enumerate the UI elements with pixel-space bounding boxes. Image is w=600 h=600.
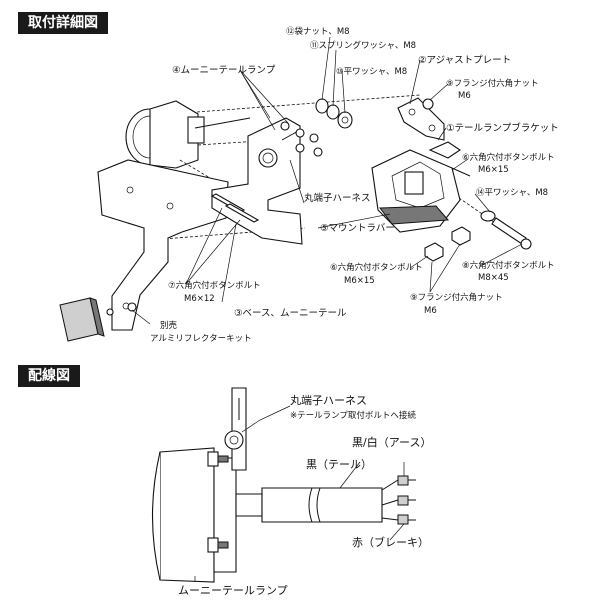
label-button-bolt-top-size: M6×15: [478, 165, 509, 175]
label-long-bolt: ⑧六角穴付ボタンボルト: [462, 260, 555, 271]
label-button-bolt-top: ⑥六角穴付ボタンボルト: [462, 152, 555, 163]
wiring-lamp: [151, 447, 237, 583]
base-bolts: [210, 193, 260, 223]
label-button-bolt-bottom: ⑥六角穴付ボタンボルト: [330, 262, 423, 273]
label-spring-washer: ⑪スプリングワッシャ、M8: [310, 40, 416, 51]
wiring-leader-lines: [194, 405, 405, 582]
flange-nuts-lower: [424, 226, 471, 262]
wire-brake-label: 赤（ブレーキ）: [352, 535, 429, 549]
adjust-plate-part: [397, 97, 445, 141]
detail-section-title: 取付詳細図: [18, 12, 108, 34]
label-base: ③ベース、ムーニーテール: [234, 308, 347, 319]
label-reflector-sold-separately: 別売: [160, 320, 178, 331]
wire-tail-label: 黒（テール）: [306, 458, 372, 471]
label-flange-nut-bottom: ⑨フランジ付六角ナット: [410, 292, 503, 303]
wire-earth-label: 黒/白（アース）: [352, 435, 432, 449]
label-flat-washer-10: ⑩平ワッシャ、M8: [336, 67, 407, 77]
label-flange-nut-top-size: M6: [458, 91, 471, 101]
long-bolt-part: [480, 210, 532, 250]
base-plate-part: [97, 159, 229, 331]
reflector-part: [59, 297, 137, 342]
leader-lines: [131, 36, 523, 325]
label-reflector-kit: アルミリフレクターキット: [150, 334, 252, 344]
wiring-harness-cable: [235, 475, 416, 525]
label-harness: 丸端子ハーネス: [304, 192, 371, 204]
label-adjust-plate: ②アジャストプレート: [418, 55, 511, 66]
wiring-bracket: [224, 387, 247, 471]
label-mount-rubber: ⑤マウントラバー: [320, 223, 395, 234]
label-flange-nut-top: ⑨フランジ付六角ナット: [446, 78, 539, 89]
label-flange-nut-bottom-size: M6: [424, 306, 437, 316]
label-cap-nut: ⑫袋ナット、M8: [286, 26, 350, 37]
wiring-harness-note: ※テールランプ取付ボルトへ接続: [290, 410, 416, 421]
mount-rubber-part: [379, 205, 450, 225]
label-base-bolt: ⑦六角穴付ボタンボルト: [168, 280, 261, 291]
label-tail-lamp-bracket: ①テールランプブラケット: [446, 122, 559, 134]
mooney-tail-lamp-part: [125, 100, 251, 169]
label-base-bolt-size: M6×12: [184, 294, 215, 304]
label-mooney-tail-lamp: ④ムーニーテールランプ: [172, 65, 276, 76]
wiring-lamp-label: ムーニーテールランプ: [178, 584, 288, 597]
label-flat-washer-14: ⑭平ワッシャ、M8: [476, 188, 548, 198]
label-button-bolt-bottom-size: M6×15: [344, 276, 375, 286]
wiring-section-title: 配線図: [18, 365, 80, 387]
label-long-bolt-size: M8×45: [478, 273, 509, 283]
wiring-harness-label: 丸端子ハーネス: [290, 394, 367, 407]
